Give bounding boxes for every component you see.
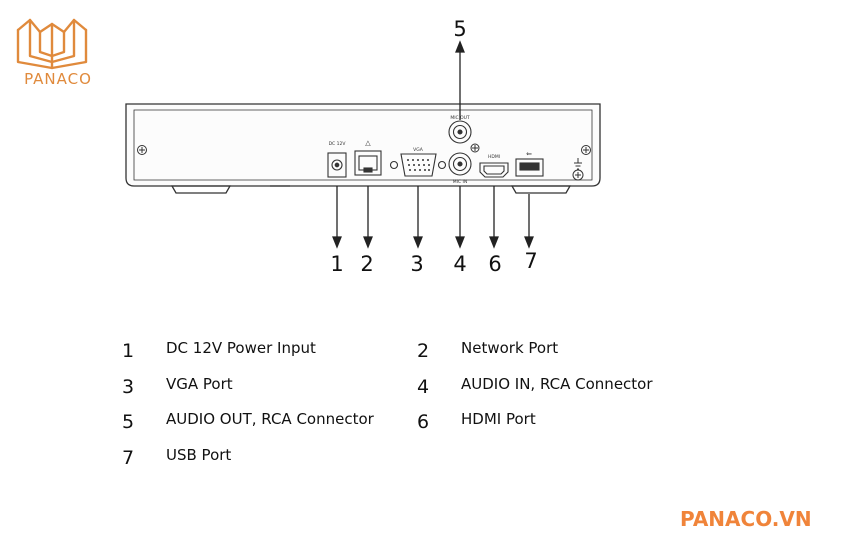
svg-text:△: △	[365, 140, 371, 147]
legend-label-1: DC 12V Power Input	[166, 339, 316, 357]
legend-num-7: 7	[122, 447, 135, 469]
legend-label-5: AUDIO OUT, RCA Connector	[166, 410, 374, 428]
legend-num-5: 5	[122, 411, 135, 433]
vga-label: VGA	[413, 147, 424, 153]
callout-5: 5	[453, 17, 467, 41]
screw-right-icon	[581, 145, 591, 155]
ground-lug-icon	[572, 158, 584, 181]
usb-port-icon: ⇐	[515, 151, 544, 177]
legend-label-4: AUDIO IN, RCA Connector	[461, 375, 653, 393]
legend-num-1: 1	[122, 340, 135, 362]
panaco-logo: PANACO	[8, 10, 98, 90]
callout-1: 1	[330, 252, 344, 276]
footer-brand: PANACO.VN	[680, 507, 812, 531]
dc-power-port-icon: DC 12V	[327, 141, 347, 178]
dc-label: DC 12V	[329, 141, 347, 147]
legend-num-6: 6	[417, 411, 430, 433]
callout-6: 6	[488, 252, 502, 276]
mic-in-label: MIC IN	[453, 179, 467, 185]
legend-label-3: VGA Port	[166, 375, 233, 393]
legend-num-3: 3	[122, 376, 135, 398]
nvr-rear-panel-diagram: DC 12V △ VGA MIC OUT MIC IN	[125, 40, 601, 249]
screw-left-icon	[137, 145, 147, 155]
hdmi-label: HDMI	[488, 154, 500, 160]
network-port-icon: △	[354, 140, 382, 176]
legend-num-2: 2	[417, 340, 430, 362]
logo-text: PANACO	[24, 70, 92, 88]
legend-label-6: HDMI Port	[461, 410, 536, 428]
callout-3: 3	[410, 252, 424, 276]
callout-2: 2	[360, 252, 374, 276]
callout-7: 7	[524, 249, 538, 273]
mic-in-port-icon: MIC IN	[448, 152, 472, 185]
legend-label-7: USB Port	[166, 446, 232, 464]
callout-4: 4	[453, 252, 467, 276]
legend-num-4: 4	[417, 376, 430, 398]
book-logo-icon	[16, 18, 88, 70]
hdmi-port-icon: HDMI	[479, 154, 509, 178]
svg-text:⇐: ⇐	[526, 151, 532, 158]
vga-port-icon: VGA	[389, 147, 447, 177]
ground-icon	[470, 143, 480, 153]
legend-label-2: Network Port	[461, 339, 559, 357]
